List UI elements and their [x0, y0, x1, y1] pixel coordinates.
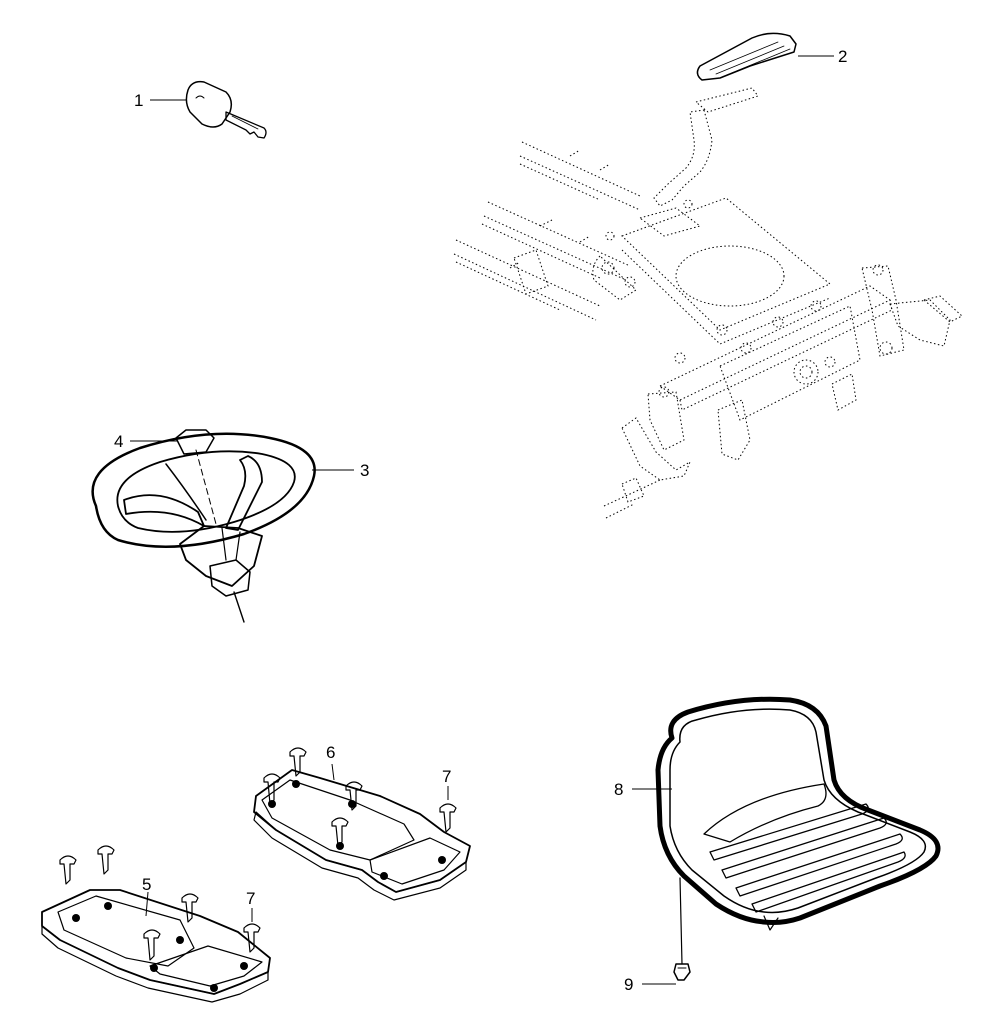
steering-wheel-icon [91, 432, 316, 623]
callout-4: 4 [114, 432, 123, 451]
callout-2: 2 [838, 47, 847, 66]
callout-5: 5 [142, 875, 151, 894]
screw-icon [263, 747, 457, 847]
callout-7a: 7 [442, 767, 451, 786]
callout-3: 3 [360, 461, 369, 480]
seat-bolt-icon [673, 963, 691, 981]
callout-1: 1 [134, 91, 143, 110]
callout-9: 9 [624, 975, 633, 994]
callout-8: 8 [614, 780, 623, 799]
ignition-key-icon [185, 80, 267, 139]
footplate-icon [41, 889, 271, 1003]
pedal-pad-icon [696, 32, 797, 81]
chassis-frame-icon [453, 87, 963, 519]
footplate-icon [253, 769, 471, 901]
screw-icon [59, 845, 261, 961]
wheel-cap-icon [175, 429, 215, 455]
seat-icon [655, 696, 941, 931]
callout-6: 6 [326, 743, 335, 762]
callout-7b: 7 [246, 889, 255, 908]
